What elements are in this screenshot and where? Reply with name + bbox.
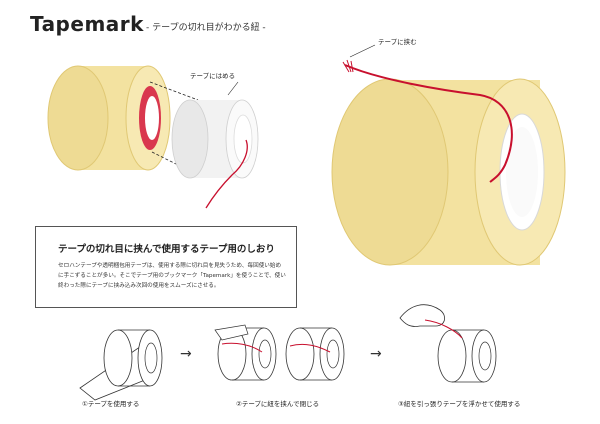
step-1-label: ①テープを使用する: [82, 400, 140, 408]
callout-insert: テープに挟む: [378, 38, 417, 46]
tape-roll-small: [47, 65, 171, 171]
guide-line: [151, 151, 189, 171]
step2-illustration: [214, 324, 345, 381]
step3-illustration: [399, 304, 497, 383]
callout-line: [349, 44, 376, 58]
tapemark-core: [171, 99, 259, 209]
page-subtitle: - テープの切れ目がわかる紐 -: [146, 23, 266, 33]
step-3-label: ③紐を引っ張りテープを浮かせて使用する: [398, 400, 521, 408]
tape-roll-large: [331, 59, 566, 266]
step1-illustration: [79, 329, 163, 401]
callout-line: [227, 81, 239, 96]
description-box: [35, 226, 297, 308]
arrow-1: →: [180, 346, 192, 362]
page-title: Tapemark: [30, 12, 144, 36]
description-heading: テープの切れ目に挟んで使用するテープ用のしおり: [58, 244, 275, 255]
callout-attach: テープにはめる: [190, 72, 236, 80]
description-body: セロハンテープや透明梱包用テープは、使用する際に切れ目を見失うため、毎回使い始め…: [58, 263, 286, 289]
guide-line: [149, 81, 199, 101]
arrow-2: →: [370, 346, 382, 362]
step-2-label: ②テープに紐を挟んで閉じる: [236, 400, 320, 408]
